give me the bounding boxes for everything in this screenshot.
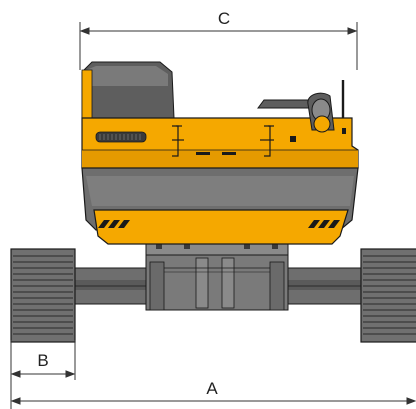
engine-grille	[95, 131, 147, 143]
dimension-c	[79, 22, 358, 70]
dimension-c-label: C	[218, 9, 230, 28]
dimension-a-arrow-left	[10, 397, 21, 405]
right-track	[360, 248, 416, 343]
undercarriage	[73, 241, 365, 311]
bearing-bolt-1	[156, 244, 162, 249]
dimension-b	[10, 340, 76, 380]
left-track-body	[10, 248, 76, 343]
dimension-b-label: B	[37, 351, 48, 370]
hood-latches	[172, 125, 274, 157]
air-intake	[313, 115, 331, 133]
bottom-bumper	[93, 209, 349, 245]
bearing-bolt-3	[244, 244, 250, 249]
center-frame-right-member	[269, 261, 285, 311]
center-joint-right	[221, 257, 235, 309]
dimension-a-label: A	[206, 379, 218, 398]
engine-grille-slats	[99, 134, 141, 140]
right-track-treads	[363, 255, 416, 335]
hazard-stripes-right	[308, 220, 340, 228]
upper-structure	[81, 61, 359, 245]
dimension-b-arrow-left	[10, 370, 21, 378]
hazard-stripes-left	[98, 220, 130, 228]
center-frame	[145, 254, 289, 311]
bearing-bolt-2	[184, 244, 190, 249]
left-track-treads	[13, 255, 73, 335]
dimension-a	[10, 380, 416, 409]
dimension-c-arrow-left	[79, 27, 90, 35]
counterweight-band	[82, 150, 358, 168]
center-frame-left-member	[149, 261, 165, 311]
cab-roof-highlight	[86, 66, 168, 86]
dimension-b-arrow-right	[65, 370, 76, 378]
dimension-c-arrow-right	[347, 27, 358, 35]
center-joint-left	[195, 257, 209, 309]
left-track	[10, 248, 76, 343]
bearing-bolt-4	[272, 244, 278, 249]
dimension-a-arrow-right	[406, 397, 416, 405]
lower-skirt-highlight	[86, 176, 354, 206]
hood-details	[196, 128, 346, 155]
right-track-body	[360, 248, 416, 343]
